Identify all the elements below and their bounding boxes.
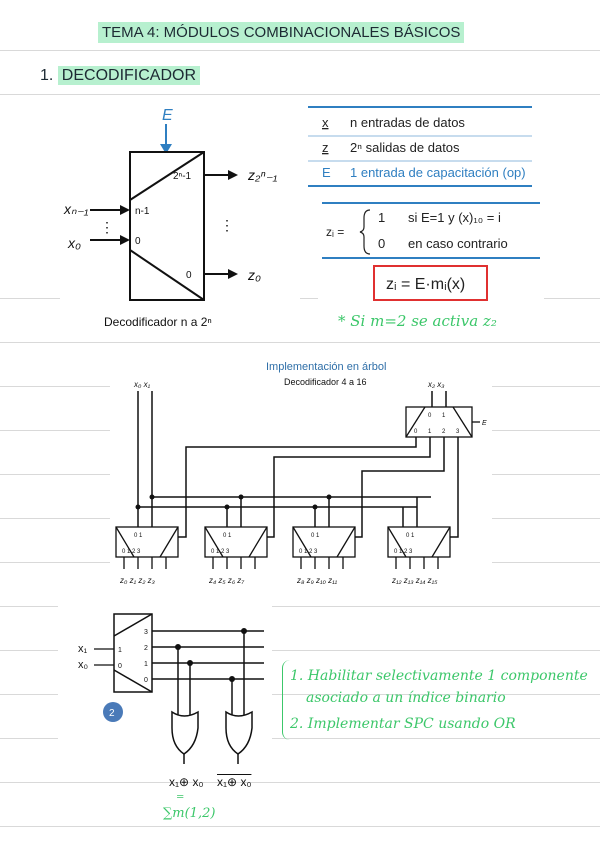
svg-text:0 1 2 3: 0 1 2 3 (299, 549, 318, 555)
top-out-port: 2ⁿ-1 (173, 171, 192, 182)
spc-out-left: x₁⊕ x₀ (169, 775, 204, 789)
spc-in0: x₀ (78, 659, 88, 671)
formula-block: zᵢ = 1 si E=1 y (x)₁₀ = i 0 en caso cont… (318, 200, 544, 340)
or-gate-left (171, 710, 199, 755)
top-port-out-0: 0 (414, 429, 418, 435)
legend-sym-e: E (322, 165, 331, 180)
spc-out-port-3: 3 (144, 629, 148, 636)
top-port-out-2: 2 (442, 429, 446, 435)
svg-text:0 1 2 3: 0 1 2 3 (211, 549, 230, 555)
top-out-label: z₂ⁿ₋₁ (247, 167, 278, 183)
subdecoder-3: 0 1 0 1 2 3 (387, 526, 451, 558)
bottom-out-port: 0 (186, 270, 192, 281)
spc-diagram: x₁ x₀ 1 0 3 2 1 0 2 (58, 604, 272, 774)
top-port-out-3: 3 (456, 429, 460, 435)
in-dots: ⋮ (100, 219, 114, 235)
legend-text-e: 1 entrada de capacitación (op) (350, 165, 526, 180)
notes-bracket (282, 660, 291, 740)
section-heading: 1. DECODIFICADOR (40, 66, 201, 85)
tree-in-low: x₀ x₁ (133, 380, 151, 389)
tree-diagram: Implementación en árbol Decodificador 4 … (110, 355, 492, 590)
spc-badge-text: 2 (109, 708, 115, 719)
legend-sym-x: x (322, 115, 329, 130)
subdecoder-1: 0 1 0 1 2 3 (204, 526, 268, 558)
note-line-2: asociado a un índice binario (306, 690, 506, 706)
tree-outputs-0: z₀ z₁ z₂ z₃ (119, 576, 155, 585)
formula-lhs: zᵢ = (326, 225, 344, 239)
section-label: DECODIFICADOR (57, 66, 201, 85)
section-number: 1. (40, 67, 54, 84)
legend-table: x n entradas de datos z 2ⁿ salidas de da… (308, 104, 532, 190)
top-port-out-1: 1 (428, 429, 432, 435)
in-top-port: n-1 (135, 206, 150, 217)
in-top-label: xₙ₋₁ (63, 201, 89, 217)
mid-dots: ⋮ (220, 217, 234, 233)
spc-out-port-2: 2 (144, 645, 148, 652)
case1-val: 1 (378, 210, 385, 225)
top-port-in-0: 0 (428, 413, 432, 419)
tree-title: Implementación en árbol (266, 361, 386, 373)
legend-sym-z: z (322, 140, 329, 155)
spc-sum: ∑m(1,2) (163, 806, 216, 821)
spc-out-right: x₁⊕ x₀ (217, 775, 252, 789)
formula-boxed: zᵢ = E·mᵢ(x) (386, 276, 465, 293)
decoder-diagram: E 2ⁿ-1 0 z₂ⁿ₋₁ ⋮ z₀ xₙ₋₁ n-1 ⋮ x₀ 0 Deco… (60, 100, 300, 335)
case2-val: 0 (378, 236, 385, 251)
spc-out-port-1: 1 (144, 661, 148, 668)
case2-cond: en caso contrario (408, 236, 508, 251)
svg-text:0 1: 0 1 (311, 533, 320, 539)
spc-badge (103, 702, 123, 722)
tree-subtitle: Decodificador 4 a 16 (284, 377, 367, 387)
svg-text:0 1 2 3: 0 1 2 3 (122, 549, 141, 555)
note-line-3: 2. Implementar SPC usando OR (290, 716, 516, 732)
or-gate-right (225, 710, 253, 755)
top-port-in-1: 1 (442, 413, 446, 419)
tree-outputs-2: z₈ z₉ z₁₀ z₁₁ (296, 576, 338, 585)
spc-port-in1: 1 (118, 647, 122, 654)
case1-cond: si E=1 y (x)₁₀ = i (408, 210, 501, 225)
in-bottom-label: x₀ (67, 235, 81, 251)
subdecoder-0: 0 1 0 1 2 3 (115, 526, 179, 558)
page-title: TEMA 4: MÓDULOS COMBINACIONALES BÁSICOS (98, 22, 465, 43)
legend-text-z: 2ⁿ salidas de datos (350, 140, 460, 155)
subdecoder-2: 0 1 0 1 2 3 (292, 526, 356, 558)
tree-outputs-3: z₁₂ z₁₃ z₁₄ z₁₅ (391, 576, 438, 585)
svg-text:0 1: 0 1 (223, 533, 232, 539)
spc-out-port-0: 0 (144, 677, 148, 684)
in-bottom-port: 0 (135, 236, 141, 247)
bottom-out-label: z₀ (247, 267, 261, 283)
spc-in1: x₁ (78, 643, 88, 655)
formula-note: * Si m=2 se activa z₂ (338, 312, 497, 330)
spc-port-in0: 0 (118, 663, 122, 670)
tree-in-high: x₂ x₃ (427, 380, 444, 389)
legend-text-x: n entradas de datos (350, 115, 465, 130)
tree-e-label: E (482, 420, 487, 427)
note-line-1: 1. Habilitar selectivamente 1 componente (290, 668, 588, 684)
svg-text:0 1: 0 1 (406, 533, 415, 539)
spc-eq: = (176, 792, 185, 803)
tree-outputs-1: z₄ z₅ z₆ z₇ (208, 576, 245, 585)
decoder-caption: Decodificador n a 2ⁿ (104, 315, 212, 329)
svg-text:0 1: 0 1 (134, 533, 143, 539)
svg-text:0 1 2 3: 0 1 2 3 (394, 549, 413, 555)
enable-label: E (162, 107, 173, 124)
